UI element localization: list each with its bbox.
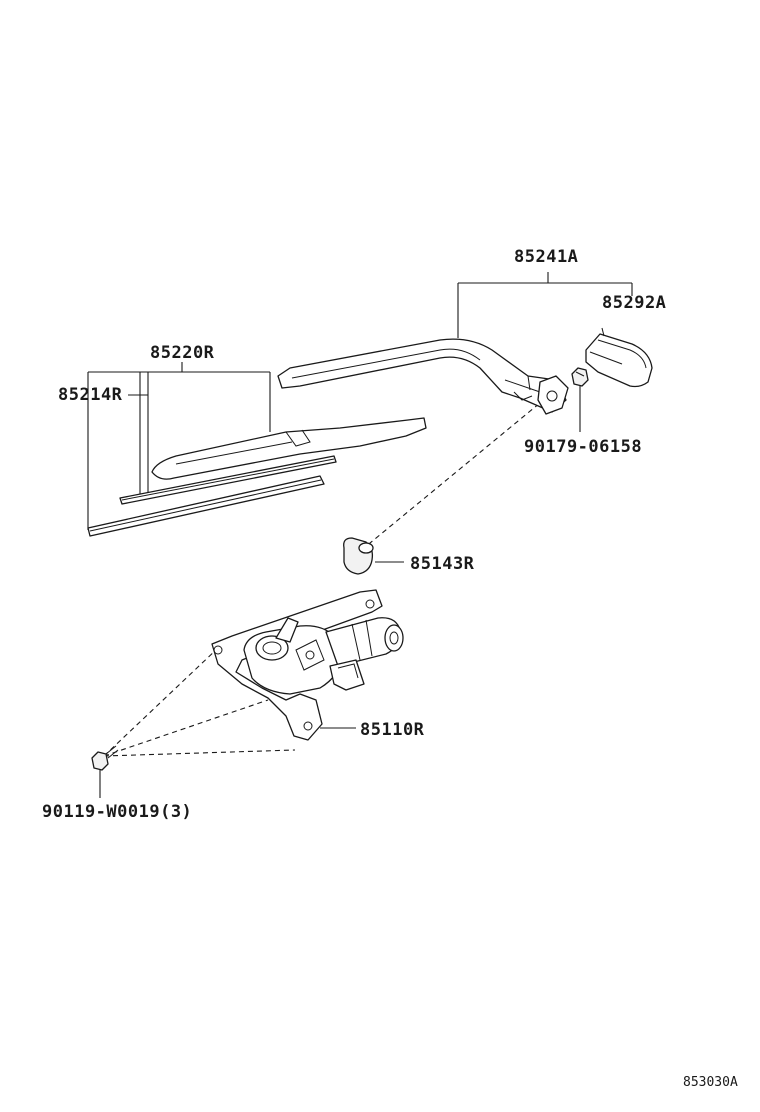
label-85292A: 85292A — [602, 293, 666, 313]
figure-id: 853030A — [683, 1075, 738, 1090]
label-85220R: 85220R — [150, 343, 215, 363]
label-85110R: 85110R — [360, 720, 425, 740]
blade-rubber — [87, 475, 325, 537]
wiper-blade — [119, 417, 427, 505]
label-85214R: 85214R — [58, 385, 123, 405]
wiper-motor — [211, 589, 404, 741]
wiper-arm — [277, 338, 569, 415]
motor-bolt — [91, 745, 119, 771]
label-90179-06158: 90179-06158 — [524, 437, 642, 457]
leader-lines — [87, 272, 633, 798]
arm-cap — [585, 327, 653, 388]
label-85143R: 85143R — [410, 554, 475, 574]
assembly-dashed-lines — [103, 397, 547, 757]
pivot-cap — [343, 537, 374, 575]
label-85241A: 85241A — [514, 247, 578, 267]
arm-nut — [571, 367, 589, 387]
label-90119-W0019: 90119-W0019(3) — [42, 802, 192, 822]
